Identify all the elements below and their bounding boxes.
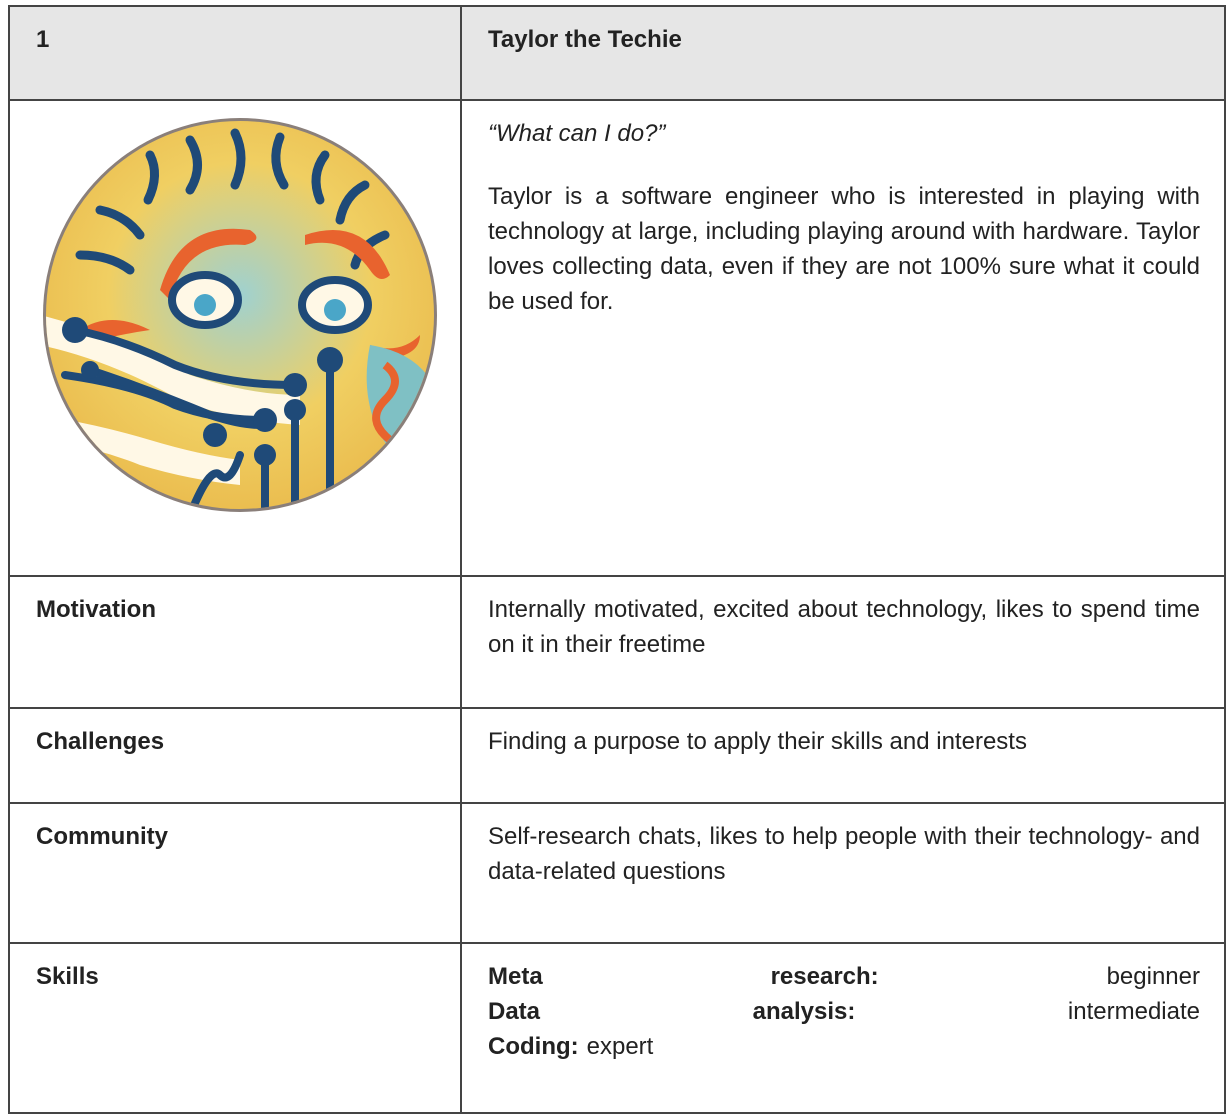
community-value-cell: Self-research chats, likes to help peopl… (460, 802, 1226, 944)
motivation-label: Motivation (36, 596, 156, 623)
persona-description: Taylor is a software engineer who is int… (488, 183, 1200, 315)
skill-item: Coding: expert (488, 1029, 1200, 1064)
challenges-row: Challenges Finding a purpose to apply th… (8, 707, 1226, 804)
skills-label-cell: Skills (8, 942, 462, 1114)
motivation-value: Internally motivated, excited about tech… (488, 596, 1200, 658)
community-label: Community (36, 823, 168, 850)
skill-level: expert (586, 1033, 654, 1060)
persona-name-cell: Taylor the Techie (460, 5, 1226, 101)
skill-level: beginner (1106, 963, 1200, 990)
motivation-row: Motivation Internally motivated, excited… (8, 575, 1226, 709)
profile-row: “What can I do?” Taylor is a software en… (8, 99, 1226, 577)
avatar-cell (8, 99, 462, 577)
challenges-value-cell: Finding a purpose to apply their skills … (460, 707, 1226, 804)
skill-level: intermediate (1067, 998, 1200, 1025)
skill-name: Meta (488, 963, 543, 990)
skill-name: research: (770, 963, 879, 990)
skills-value-cell: Meta research: beginner Data analysis: i… (460, 942, 1226, 1114)
skill-item: Data analysis: intermediate (488, 994, 1200, 1029)
community-value: Self-research chats, likes to help peopl… (488, 823, 1200, 885)
persona-name: Taylor the Techie (488, 26, 682, 53)
header-row: 1 Taylor the Techie (8, 5, 1226, 101)
community-label-cell: Community (8, 802, 462, 944)
skill-name: Coding: (488, 1033, 579, 1060)
challenges-label-cell: Challenges (8, 707, 462, 804)
persona-number-cell: 1 (8, 5, 462, 101)
sun-face-avatar-icon (43, 118, 437, 512)
persona-quote: “What can I do?” (488, 120, 666, 147)
skills-list: Meta research: beginner Data analysis: i… (462, 944, 1224, 1064)
community-row: Community Self-research chats, likes to … (8, 802, 1226, 944)
persona-table: 1 Taylor the Techie (8, 5, 1226, 1114)
skill-item: Meta research: beginner (488, 959, 1200, 994)
profile-text-cell: “What can I do?” Taylor is a software en… (460, 99, 1226, 577)
motivation-label-cell: Motivation (8, 575, 462, 709)
skill-name: analysis: (752, 998, 856, 1025)
motivation-value-cell: Internally motivated, excited about tech… (460, 575, 1226, 709)
challenges-value: Finding a purpose to apply their skills … (488, 728, 1027, 755)
challenges-label: Challenges (36, 728, 165, 755)
skills-row: Skills Meta research: beginner Data anal… (8, 942, 1226, 1114)
skills-label: Skills (36, 963, 99, 990)
persona-number: 1 (36, 26, 50, 53)
skill-name: Data (488, 998, 541, 1025)
